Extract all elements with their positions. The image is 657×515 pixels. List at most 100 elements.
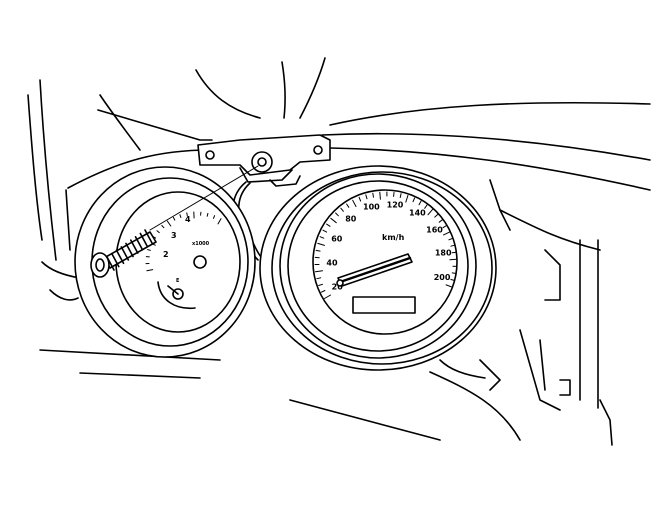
lower-dash-curve (429, 371, 521, 441)
bracket-plate (197, 134, 331, 176)
tach-label-3: 3 (171, 231, 177, 240)
dash-top-line-lower (329, 147, 651, 191)
speedo-tick (335, 212, 339, 217)
screw-thread (130, 239, 139, 254)
speedo-needle-hub (336, 279, 344, 287)
left-console-lower (49, 289, 79, 301)
speedo-tick (322, 229, 328, 233)
mounting-bracket (197, 134, 331, 187)
tach-tick (147, 249, 151, 251)
fuel-gauge-arc (157, 281, 196, 309)
speedo-dial-face (312, 189, 458, 335)
speedo-bezel-inner (287, 180, 469, 352)
tach-tick (146, 269, 154, 272)
visor-line-center (281, 61, 286, 119)
speedo-tick (405, 195, 409, 203)
tach-tick (179, 214, 182, 218)
speedo-tick (451, 251, 457, 254)
speedo-tick (346, 203, 350, 208)
speedo-label-200: 200 (434, 273, 451, 282)
speedo-bezel (279, 173, 477, 359)
speedo-tick (448, 237, 454, 241)
screw-boss-outer (251, 151, 273, 173)
tach-tick (166, 220, 172, 227)
screw-thread (115, 249, 125, 265)
tach-label-4: 4 (185, 215, 191, 224)
tach-tick-marks (145, 211, 222, 272)
screw-boss-inner (257, 157, 267, 167)
speedo-tick (318, 283, 323, 286)
speedo-tick (352, 199, 357, 207)
speedo-label-140: 140 (409, 209, 426, 218)
screw-thread (111, 252, 120, 268)
visor-line-right (299, 57, 326, 119)
speedo-tick (315, 249, 321, 252)
speedo-label-100: 100 (363, 203, 380, 212)
tach-outer-bezel (74, 166, 256, 358)
fuel-gauge-hub (172, 288, 184, 300)
tach-needle-hub (193, 255, 207, 269)
speedo-tick-marks (314, 191, 458, 299)
screw-leader-line (149, 165, 259, 231)
lower-housing-curve (439, 359, 486, 379)
a-pillar-line (39, 79, 57, 261)
tach-tick (213, 215, 216, 219)
speedo-label-60: 60 (331, 235, 343, 244)
left-hood-curve (67, 149, 211, 189)
bracket-clip (269, 175, 301, 187)
speedo-tick (445, 284, 454, 288)
speedo-needle (338, 256, 412, 284)
left-hood-side (65, 189, 71, 251)
speedo-label-120: 120 (387, 201, 404, 210)
speedo-unit-label: km/h (382, 233, 405, 242)
fuel-gauge-label: E (176, 278, 180, 284)
lower-dash-line-left (39, 349, 221, 361)
a-pillar-inner-line (27, 94, 43, 241)
windshield-base-line (329, 101, 651, 126)
speedo-tick (399, 193, 402, 198)
speedo-label-160: 160 (426, 226, 443, 235)
speedo-tick (443, 231, 451, 236)
screw-thread (120, 246, 130, 261)
screw-thread (139, 232, 149, 248)
speedo-tick (379, 191, 381, 200)
screw-thread (134, 236, 144, 251)
screw-thread (125, 242, 134, 258)
speedo-tick (316, 277, 322, 280)
speedo-tick (330, 217, 337, 224)
lower-dash-line-center (289, 399, 441, 441)
speedo-tick (438, 219, 443, 223)
tach-tick (156, 230, 160, 234)
speedo-tick (418, 200, 422, 206)
tach-tick (186, 212, 188, 217)
screw-assembly (90, 165, 259, 278)
left-trim-line (99, 94, 141, 151)
screw-head-recess (95, 258, 105, 272)
speedo-label-40: 40 (326, 259, 338, 268)
bracket-hole-right (313, 145, 323, 155)
tach-tick (217, 218, 222, 225)
odometer-display (352, 296, 416, 314)
speedo-housing-ring (271, 171, 493, 365)
speedo-tick (451, 272, 457, 274)
lower-dash-line-left-2 (79, 372, 201, 379)
speedo-tick (340, 207, 344, 212)
right-vent-inner (539, 339, 546, 391)
speedo-tick (450, 244, 456, 247)
speedo-tick (372, 192, 374, 198)
right-vent-edge (519, 329, 561, 411)
speedo-tick (442, 225, 447, 229)
tach-tick (161, 225, 165, 229)
tach-tick (206, 212, 209, 217)
right-tab (544, 249, 561, 301)
fuel-gauge-needle (167, 285, 179, 295)
right-clip (559, 379, 571, 396)
right-lower-bracket (479, 359, 501, 391)
speedo-label-20: 20 (332, 283, 344, 292)
tach-tick (172, 216, 176, 221)
speedo-tick (427, 208, 434, 216)
speedo-tick (424, 204, 428, 209)
